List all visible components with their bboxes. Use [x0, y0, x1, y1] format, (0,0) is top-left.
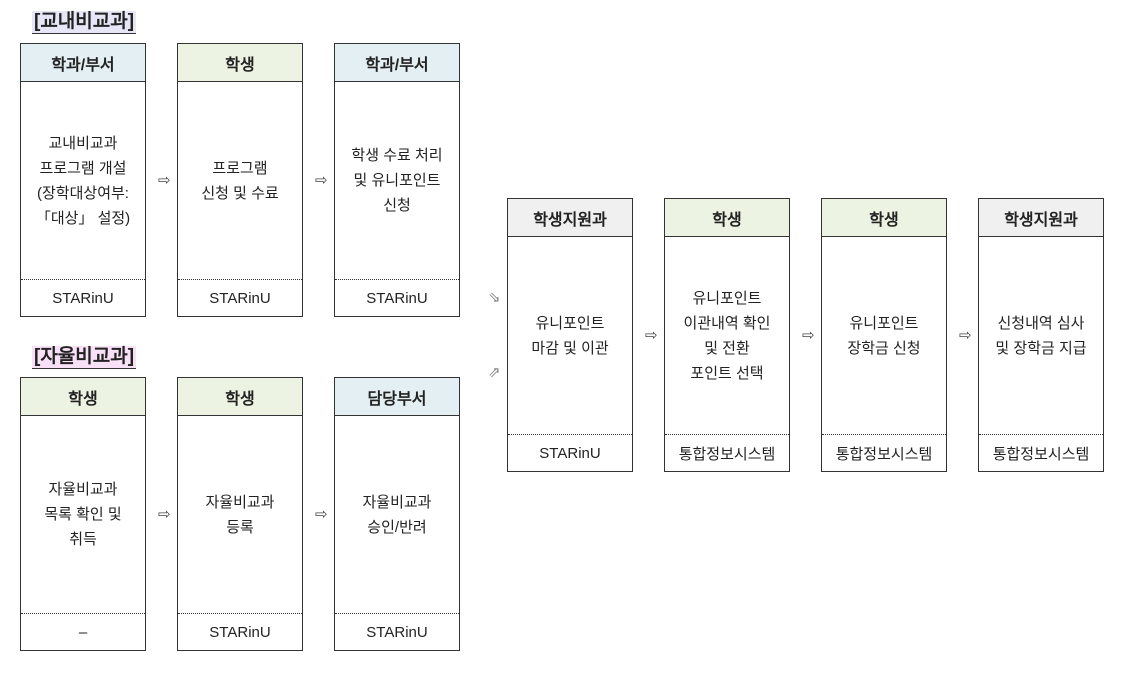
- arrow-right-icon: ⇨: [645, 327, 658, 344]
- process-step: 학과/부서 학생 수료 처리 및 유니포인트 신청 STARinU: [334, 43, 460, 317]
- step-system: STARinU: [508, 434, 632, 471]
- step-actor: 학과/부서: [335, 44, 459, 82]
- step-system: STARinU: [178, 279, 302, 316]
- step-actor: 학생: [178, 378, 302, 416]
- step-description: 프로그램 신청 및 수료: [201, 159, 279, 202]
- step-description: 유니포인트 장학금 신청: [847, 314, 921, 357]
- step-actor: 학생지원과: [508, 199, 632, 237]
- arrow-right-icon: ⇨: [315, 172, 328, 189]
- step-actor: 학생: [822, 199, 946, 237]
- step-system: –: [21, 613, 145, 650]
- step-actor: 학생: [178, 44, 302, 82]
- section-label-curricular: [교내비교과]: [32, 11, 137, 34]
- step-system: STARinU: [335, 613, 459, 650]
- arrow-right-icon: ⇨: [315, 506, 328, 523]
- arrow-right-icon: ⇨: [802, 327, 815, 344]
- step-system: 통합정보시스템: [822, 434, 946, 471]
- process-step: 담당부서 자율비교과 승인/반려 STARinU: [334, 377, 460, 651]
- step-system: STARinU: [21, 279, 145, 316]
- process-step: 학생지원과 신청내역 심사 및 장학금 지급 통합정보시스템: [978, 198, 1104, 472]
- step-description: 교내비교과 프로그램 개설 (장학대상여부: 「대상」 설정): [35, 134, 131, 227]
- section-label-self: [자율비교과]: [32, 346, 137, 369]
- process-step: 학생 유니포인트 장학금 신청 통합정보시스템: [821, 198, 947, 472]
- process-step: 학생 자율비교과 등록 STARinU: [177, 377, 303, 651]
- process-step: 학생지원과 유니포인트 마감 및 이관 STARinU: [507, 198, 633, 472]
- step-system: STARinU: [178, 613, 302, 650]
- step-description: 자율비교과 목록 확인 및 취득: [44, 481, 122, 548]
- step-actor: 학생: [21, 378, 145, 416]
- arrow-right-icon: ⇨: [158, 172, 171, 189]
- step-actor: 학생지원과: [979, 199, 1103, 237]
- process-step: 학생 유니포인트 이관내역 확인 및 전환 포인트 선택 통합정보시스템: [664, 198, 790, 472]
- step-actor: 학생: [665, 199, 789, 237]
- process-step: 학생 프로그램 신청 및 수료 STARinU: [177, 43, 303, 317]
- step-system: STARinU: [335, 279, 459, 316]
- process-step: 학생 자율비교과 목록 확인 및 취득 –: [20, 377, 146, 651]
- step-system: 통합정보시스템: [665, 434, 789, 471]
- step-description: 유니포인트 이관내역 확인 및 전환 포인트 선택: [683, 289, 771, 382]
- process-step: 학과/부서 교내비교과 프로그램 개설 (장학대상여부: 「대상」 설정) ST…: [20, 43, 146, 317]
- step-description: 자율비교과 등록: [205, 493, 275, 536]
- arrow-right-icon: ⇨: [158, 506, 171, 523]
- arrow-up-right-icon: ⇗: [488, 364, 501, 381]
- step-system: 통합정보시스템: [979, 434, 1103, 471]
- step-description: 유니포인트 마감 및 이관: [531, 314, 609, 357]
- step-actor: 담당부서: [335, 378, 459, 416]
- step-actor: 학과/부서: [21, 44, 145, 82]
- arrow-right-icon: ⇨: [959, 327, 972, 344]
- step-description: 자율비교과 승인/반려: [362, 493, 432, 536]
- step-description: 학생 수료 처리 및 유니포인트 신청: [351, 147, 443, 214]
- arrow-down-right-icon: ⇘: [488, 289, 501, 306]
- step-description: 신청내역 심사 및 장학금 지급: [995, 314, 1087, 357]
